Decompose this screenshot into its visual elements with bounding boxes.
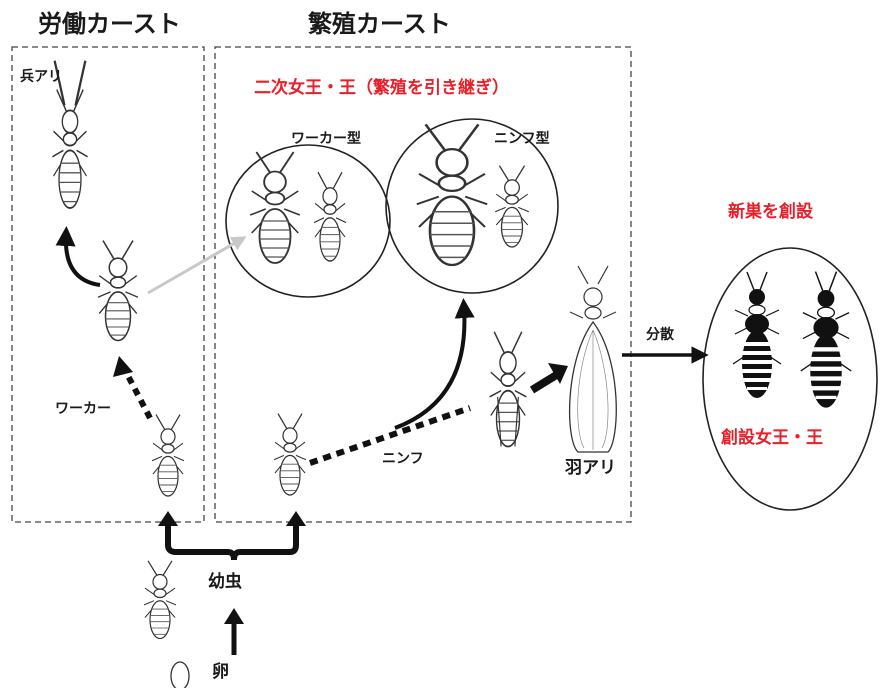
termite-soldier-icon — [51, 60, 89, 209]
nymph-type-label: ニンフ型 — [494, 131, 550, 147]
termite-alate-icon — [568, 265, 617, 453]
arrow-nymph-to-alate — [529, 370, 561, 394]
arrow-nymph-to-alate-head — [548, 363, 568, 384]
reproductive-caste-box — [214, 46, 632, 523]
termite-reproductive-icon — [494, 164, 530, 248]
founding-queen-king-label: 創設女王・王 — [721, 428, 823, 448]
worker-type-label: ワーカー型 — [291, 131, 361, 147]
alate-label: 羽アリ — [565, 458, 616, 478]
brace-left-head — [158, 511, 178, 526]
worker-type-circle — [225, 144, 391, 298]
arrow-egg-to-larva-head — [224, 608, 244, 624]
new-nest-circle — [702, 247, 878, 511]
soldier-label: 兵アリ — [20, 69, 62, 85]
larva-brace — [165, 522, 299, 561]
nymph-label: ニンフ — [382, 451, 424, 467]
worker-caste-box — [11, 46, 205, 523]
termite-reproductive-icon — [800, 270, 852, 409]
arrow-worker-to-soldier — [55, 226, 101, 287]
termite-larva-icon — [151, 413, 185, 497]
termite-worker-icon — [97, 239, 139, 342]
arrow-larva-to-worker-head — [113, 356, 133, 377]
brace-right-head — [286, 511, 306, 526]
dispersal-label: 分散 — [646, 327, 674, 343]
worker-label: ワーカー — [55, 401, 111, 417]
egg-icon — [170, 661, 190, 691]
reproductive-caste-title: 繁殖カースト — [308, 10, 451, 38]
new-nest-label: 新巣を創設 — [728, 202, 813, 222]
arrow-larva-to-worker — [123, 370, 153, 420]
termite-larva-icon — [273, 412, 307, 496]
worker-caste-title: 労働カースト — [38, 10, 181, 38]
termite-nymph-icon — [488, 330, 528, 448]
arrow-nymph-to-nymph-type — [394, 298, 475, 430]
termite-reproductive-icon — [415, 123, 489, 267]
termite-reproductive-icon — [249, 151, 301, 264]
arrow-worker-to-secondary — [147, 236, 247, 295]
termite-reproductive-icon — [732, 271, 782, 399]
nymph-type-circle — [385, 118, 559, 294]
termite-reproductive-icon — [313, 171, 347, 262]
egg-label: 卵 — [212, 662, 229, 682]
larva-label: 幼虫 — [208, 572, 242, 592]
arrow-larva-to-nymph — [309, 405, 471, 466]
termite-larva-icon — [143, 560, 177, 640]
secondary-queen-king-label: 二次女王・王（繁殖を引き継ぎ） — [254, 78, 509, 98]
